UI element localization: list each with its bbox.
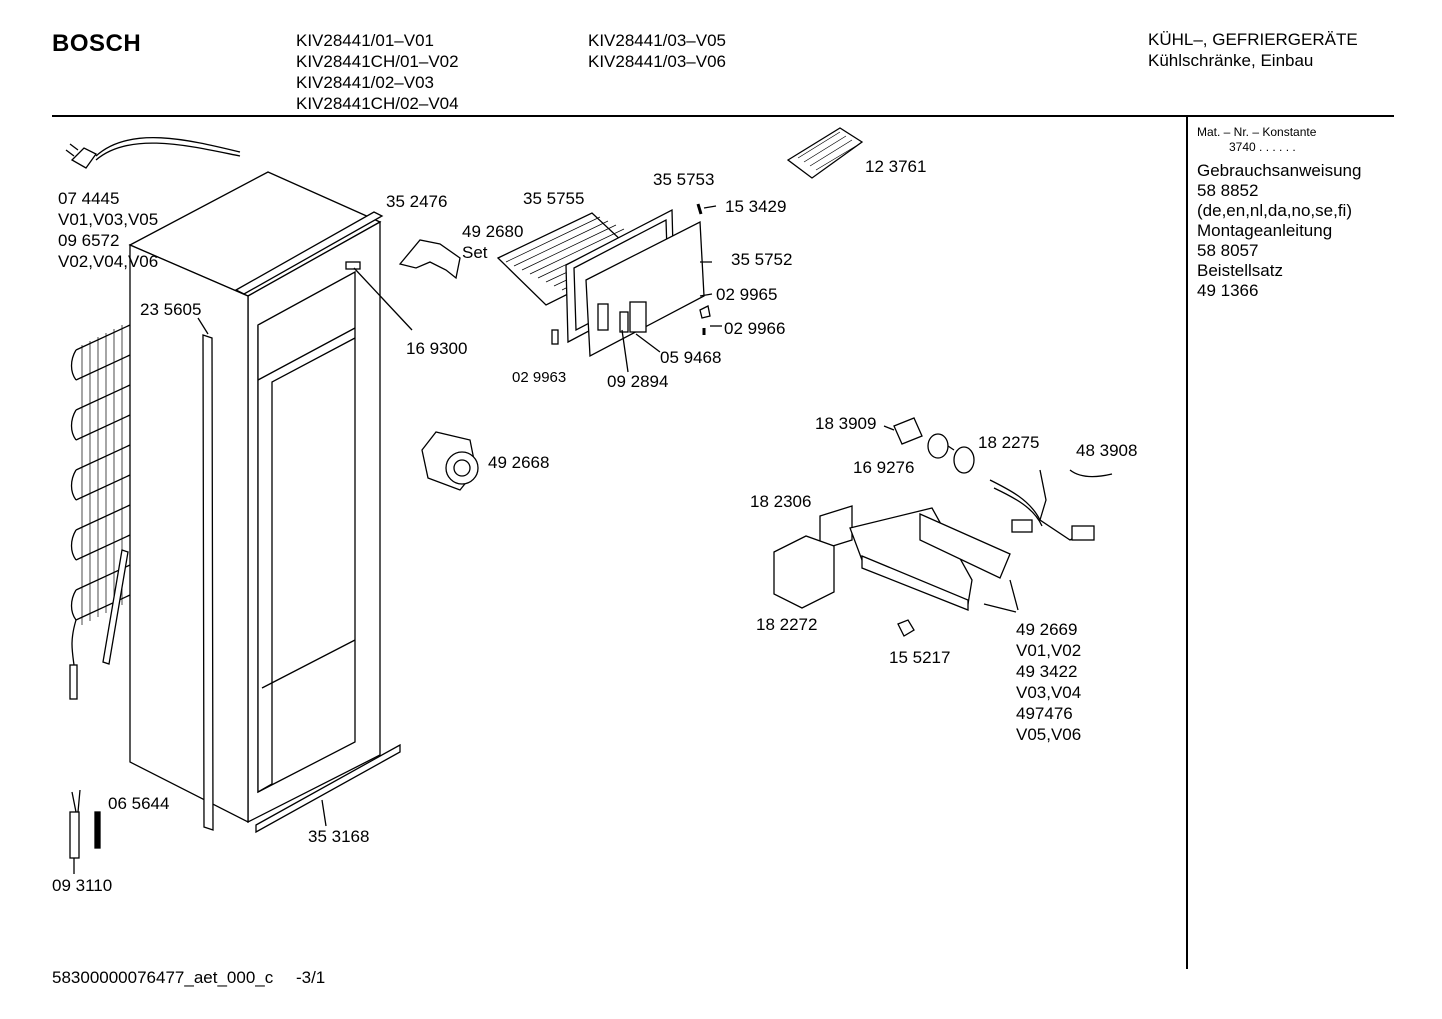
cover-icon: [773, 535, 835, 609]
door-seal-strip-icon: [102, 549, 129, 665]
power-cord-icon: [65, 137, 241, 169]
document-id: 58300000076477_aet_000_c: [52, 968, 274, 987]
part-number: 09 3110: [52, 876, 113, 895]
part-number: 16 9300: [406, 339, 468, 358]
model-number: KIV28441CH/01–V02: [296, 52, 459, 71]
part-number: 49 3422: [1016, 662, 1078, 681]
sidebar-item: 49 1366: [1197, 281, 1259, 300]
model-number: KIV28441/03–V05: [588, 31, 727, 50]
sidebar-item: 58 8852: [1197, 181, 1259, 200]
top-rail-icon: [234, 211, 384, 295]
model-list-2: KIV28441/03–V05 KIV28441/03–V06: [588, 30, 726, 72]
clip-icon: [345, 261, 361, 270]
page-number: -3/1: [295, 968, 326, 987]
sidebar-item: 58 8057: [1197, 241, 1259, 260]
model-number: KIV28441CH/02–V04: [296, 94, 459, 113]
category-title: KÜHL–, GEFRIERGERÄTE Kühlschränke, Einba…: [1148, 29, 1358, 71]
part-number: 12 3761: [865, 157, 927, 176]
part-number: 49 2669: [1016, 620, 1078, 639]
header-divider: [52, 115, 1394, 117]
part-number: 35 3168: [308, 827, 370, 846]
wiring-harness-icon: [989, 469, 1113, 541]
sidebar-item: Montageanleitung: [1197, 221, 1333, 240]
part-number: 49 2668: [488, 453, 550, 472]
sidebar-item: Beistellsatz: [1197, 261, 1283, 280]
part-number: 18 3909: [815, 414, 877, 433]
part-number: 497476: [1016, 704, 1073, 723]
part-number: 18 2275: [978, 433, 1040, 452]
hinge-pin-icon: [551, 329, 559, 345]
sidebar-info: Mat. – Nr. – Konstante 3740 . . . . . . …: [1197, 125, 1361, 301]
side-seal-icon: [202, 334, 214, 831]
fan-icon: [421, 431, 479, 491]
part-number: 48 3908: [1076, 441, 1138, 460]
part-number: 02 9966: [724, 319, 786, 338]
part-number: 02 9965: [716, 285, 778, 304]
part-number: 07 4445: [58, 189, 120, 208]
part-number: 16 9276: [853, 458, 915, 477]
brand-logo: BOSCH: [52, 30, 142, 57]
sensor-tube-icon: [94, 811, 101, 849]
part-variant: V01,V03,V05: [58, 210, 159, 229]
door-handle-icon: [597, 303, 609, 331]
part-variant: V03,V04: [1016, 683, 1082, 702]
bracket-icon: [398, 239, 461, 280]
part-number: 35 2476: [386, 192, 448, 211]
part-number: 35 5755: [523, 189, 585, 208]
model-list-1: KIV28441/01–V01 KIV28441CH/01–V02 KIV284…: [296, 30, 459, 114]
part-variant: V02,V04,V06: [58, 252, 159, 271]
sensor-icon: [69, 789, 81, 874]
condenser-coil-icon: [69, 324, 131, 700]
model-number: KIV28441/03–V06: [588, 52, 727, 71]
category-line: KÜHL–, GEFRIERGERÄTE: [1148, 30, 1358, 49]
lamp-icon: [883, 417, 975, 474]
part-variant-list: 49 2669 V01,V02 49 3422 V03,V04 497476 V…: [1016, 619, 1081, 745]
part-number: 09 6572: [58, 231, 120, 250]
part-number: 18 2272: [756, 615, 818, 634]
mat-label: Mat. – Nr. – Konstante: [1197, 125, 1317, 139]
part-number: 15 5217: [889, 648, 951, 667]
part-set-label: Set: [462, 243, 488, 262]
part-number: 15 3429: [725, 197, 787, 216]
mat-value: 3740 . . . . . .: [1229, 140, 1296, 154]
part-number: 06 5644: [108, 794, 170, 813]
part-number: 49 2680: [462, 222, 524, 241]
sidebar-divider: [1186, 117, 1188, 969]
cabinet-body-icon: [128, 171, 382, 824]
part-number: 02 9963: [512, 369, 567, 386]
model-number: KIV28441/01–V01: [296, 31, 435, 50]
part-number: 05 9468: [660, 348, 722, 367]
part-variant: V05,V06: [1016, 725, 1082, 744]
part-number: 18 2306: [750, 492, 812, 511]
part-number: 35 5752: [731, 250, 793, 269]
ice-tray-icon: [786, 127, 864, 179]
control-housing-icon: [819, 505, 1011, 611]
part-number: 09 2894: [607, 372, 669, 391]
part-number: 35 5753: [653, 170, 715, 189]
sidebar-item: Gebrauchsanweisung: [1197, 161, 1362, 180]
footer: 58300000076477_aet_000_c -3/1: [52, 968, 325, 988]
sidebar-item: (de,en,nl,da,no,se,fi): [1197, 201, 1352, 220]
part-number: 23 5605: [140, 300, 202, 319]
model-number: KIV28441/02–V03: [296, 73, 435, 92]
bottom-strip-icon: [255, 743, 401, 834]
part-variant: V01,V02: [1016, 641, 1082, 660]
category-line: Kühlschränke, Einbau: [1148, 51, 1314, 70]
freezer-door-icon: [585, 220, 705, 358]
switch-icon: [897, 619, 915, 637]
